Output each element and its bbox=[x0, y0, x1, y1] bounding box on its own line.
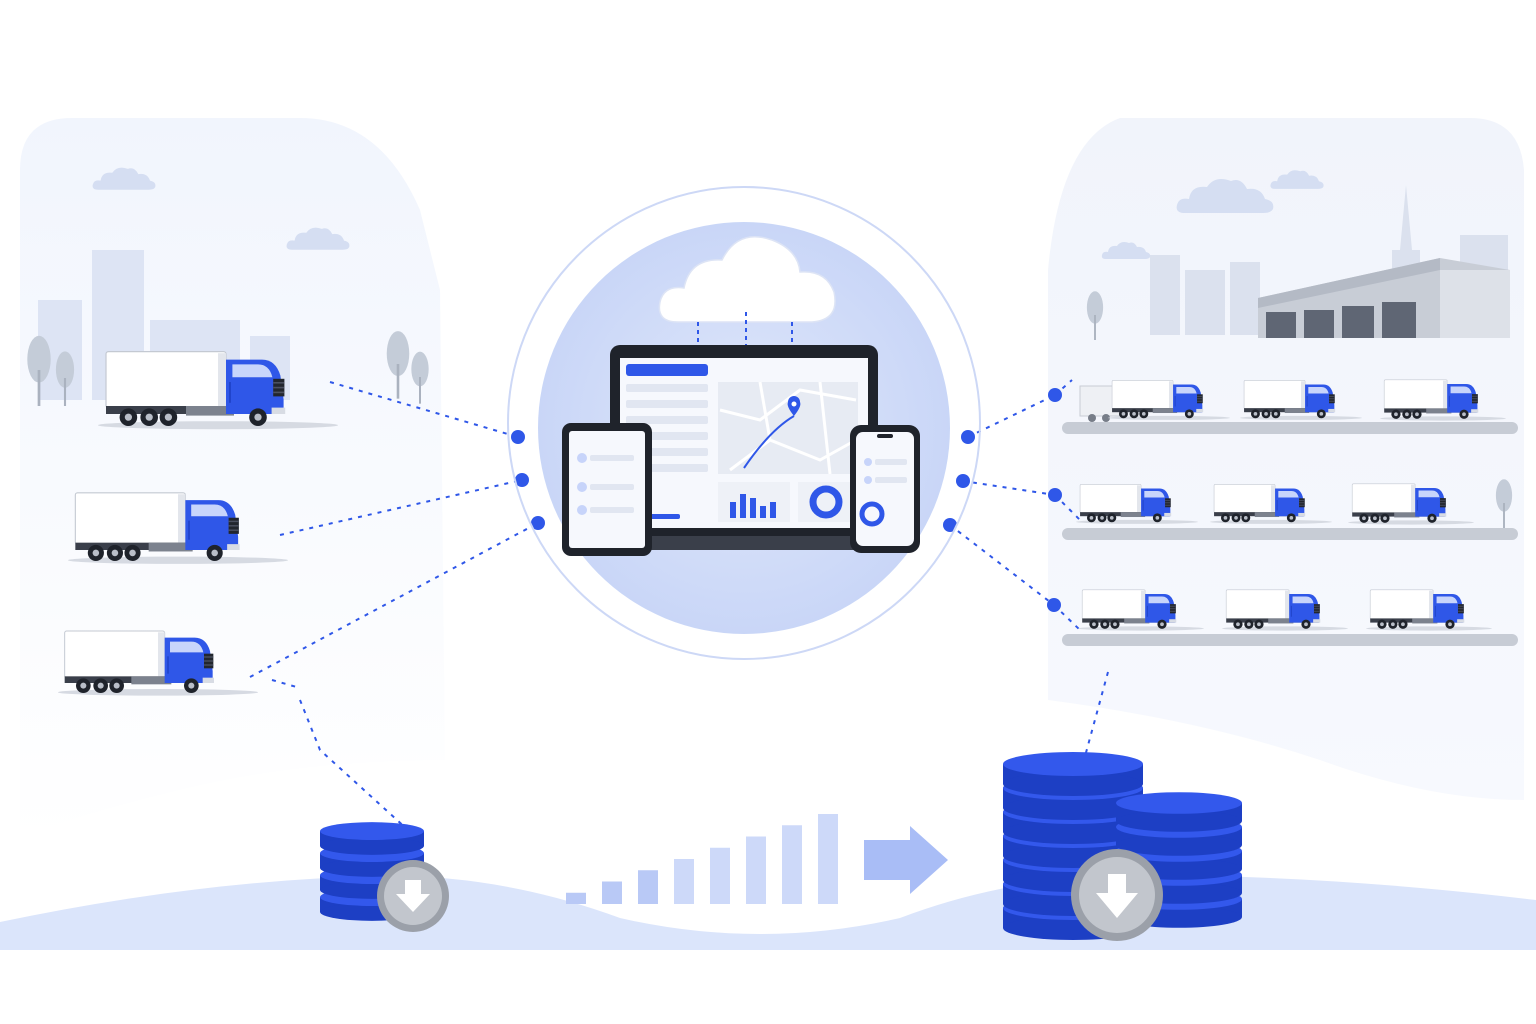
growth-bar bbox=[782, 825, 802, 904]
phone-icon bbox=[850, 425, 920, 553]
down-arrow-coin-icon bbox=[1071, 849, 1163, 941]
coin bbox=[1116, 792, 1242, 832]
right-arrow-icon bbox=[864, 826, 948, 894]
growth-bar bbox=[638, 870, 658, 904]
left-fleet-panel bbox=[20, 118, 445, 840]
central-hub bbox=[507, 186, 981, 660]
warehouse-icon bbox=[1258, 258, 1510, 338]
cloud-icon bbox=[658, 236, 836, 323]
laptop-icon bbox=[596, 345, 894, 550]
coin bbox=[1003, 752, 1143, 796]
map-panel bbox=[718, 381, 858, 475]
tablet-icon bbox=[562, 423, 652, 556]
right-cost-stack bbox=[1003, 752, 1242, 941]
down-arrow-coin-icon bbox=[377, 860, 449, 932]
growth-bar bbox=[710, 847, 730, 904]
connector-nodes bbox=[511, 388, 1062, 612]
growth-bars bbox=[566, 814, 838, 904]
growth-bar bbox=[566, 892, 586, 904]
right-fleet-panel bbox=[1048, 118, 1524, 800]
growth-bar bbox=[746, 836, 766, 904]
map-pin-icon bbox=[787, 396, 801, 416]
growth-bar bbox=[602, 881, 622, 904]
growth-bar bbox=[674, 859, 694, 904]
left-cost-stack bbox=[320, 822, 449, 932]
ground bbox=[0, 875, 1536, 950]
growth-bar bbox=[818, 814, 838, 904]
